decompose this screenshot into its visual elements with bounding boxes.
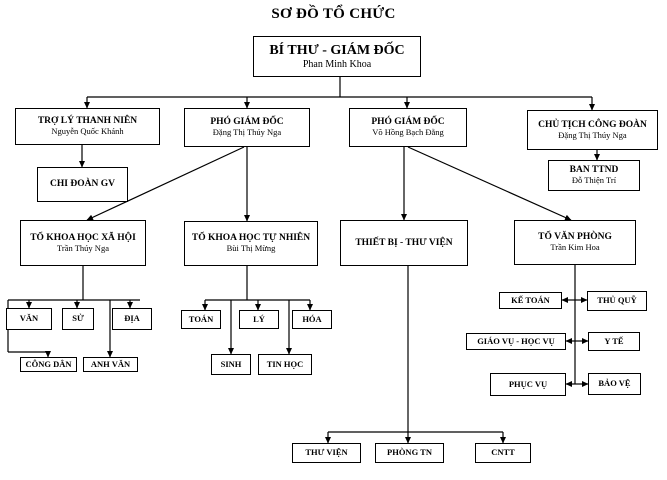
subject-label: ĐỊA: [124, 313, 140, 324]
chu-tich-cong-doan-box: CHỦ TỊCH CÔNG ĐOÀN Đặng Thị Thúy Nga: [527, 110, 658, 150]
subject-label: LÝ: [253, 313, 265, 324]
unit-bao-ve-box: BẢO VỆ: [588, 373, 641, 395]
unit-thu-quy-box: THỦ QUỸ: [587, 291, 647, 311]
unit-thu-vien-box: THƯ VIỆN: [292, 443, 361, 463]
unit-label: CNTT: [491, 447, 515, 458]
root-box: BÍ THƯ - GIÁM ĐỐC Phan Minh Khoa: [253, 36, 421, 77]
subject-cong-dan-box: CÔNG DÂN: [20, 357, 77, 372]
box-name: Bùi Thị Mừng: [226, 243, 276, 254]
unit-label: GIÁO VỤ - HỌC VỤ: [477, 335, 555, 346]
subject-toan-box: TOÁN: [181, 310, 221, 329]
subject-ly-box: LÝ: [239, 310, 279, 329]
subject-label: CÔNG DÂN: [25, 358, 72, 369]
box-name: Trần Thúy Nga: [57, 242, 109, 253]
unit-label: PHỤC VỤ: [508, 378, 548, 389]
box-title: TRỢ LÝ THANH NIÊN: [37, 116, 138, 127]
subject-label: TIN HỌC: [266, 358, 304, 369]
subject-tin-hoc-box: TIN HỌC: [258, 354, 312, 375]
ban-ttnd-box: BAN TTND Đỗ Thiện Trí: [548, 160, 640, 191]
subject-label: SINH: [220, 358, 242, 369]
box-title: PHÓ GIÁM ĐỐC: [371, 117, 445, 128]
unit-ke-toan-box: KẾ TOÁN: [499, 292, 562, 309]
box-name: Đỗ Thiện Trí: [571, 175, 617, 186]
unit-label: THƯ VIỆN: [305, 447, 348, 458]
subject-label: SỬ: [72, 313, 84, 324]
to-van-phong-box: TỔ VĂN PHÒNG Trần Kim Hoa: [514, 220, 636, 265]
box-name: Nguyễn Quốc Khánh: [51, 126, 124, 137]
unit-giao-vu-hoc-vu-box: GIÁO VỤ - HỌC VỤ: [466, 333, 566, 350]
unit-phuc-vu-box: PHỤC VỤ: [490, 373, 566, 396]
to-khoa-hoc-tu-nhien-box: TỔ KHOA HỌC TỰ NHIÊN Bùi Thị Mừng: [184, 221, 318, 266]
root-title: BÍ THƯ - GIÁM ĐỐC: [269, 42, 405, 58]
unit-phong-tn-box: PHÒNG TN: [375, 443, 444, 463]
unit-y-te-box: Y TẾ: [588, 332, 640, 351]
subject-label: VĂN: [19, 313, 39, 324]
box-title: THIẾT BỊ - THƯ VIỆN: [355, 237, 453, 248]
subject-dia-box: ĐỊA: [112, 308, 152, 330]
root-name: Phan Minh Khoa: [302, 58, 372, 70]
chart-title: SƠ ĐỒ TỔ CHỨC: [271, 6, 396, 22]
subject-hoa-box: HÓA: [292, 310, 332, 329]
subject-anh-van-box: ANH VĂN: [83, 357, 138, 372]
box-name: Võ Hồng Bạch Đằng: [372, 127, 444, 138]
unit-label: KẾ TOÁN: [511, 294, 550, 305]
subject-label: TOÁN: [188, 313, 214, 324]
tro-ly-thanh-nien-box: TRỢ LÝ THANH NIÊN Nguyễn Quốc Khánh: [15, 108, 160, 145]
unit-label: PHÒNG TN: [387, 447, 432, 458]
box-title: PHÓ GIÁM ĐỐC: [210, 117, 284, 128]
chi-doan-gv-box: CHI ĐOÀN GV: [37, 167, 128, 202]
box-name: Trần Kim Hoa: [550, 242, 600, 253]
unit-label: Y TẾ: [604, 335, 624, 346]
unit-cntt-box: CNTT: [475, 443, 531, 463]
pho-giam-doc-2-box: PHÓ GIÁM ĐỐC Võ Hồng Bạch Đằng: [349, 108, 467, 147]
box-title: CHI ĐOÀN GV: [50, 179, 115, 190]
subject-sinh-box: SINH: [211, 354, 251, 375]
box-name: Đặng Thị Thúy Nga: [558, 129, 627, 140]
unit-label: BẢO VỆ: [598, 378, 631, 389]
pho-giam-doc-1-box: PHÓ GIÁM ĐỐC Đặng Thị Thúy Nga: [184, 108, 310, 147]
subject-van-box: VĂN: [6, 308, 52, 330]
subject-su-box: SỬ: [62, 308, 94, 330]
box-name: Đặng Thị Thúy Nga: [212, 127, 282, 138]
box-title: TỔ VĂN PHÒNG: [538, 232, 612, 243]
to-khoa-hoc-xa-hoi-box: TỔ KHOA HỌC XÃ HỘI Trần Thúy Nga: [20, 220, 146, 266]
thiet-bi-thu-vien-box: THIẾT BỊ - THƯ VIỆN: [340, 220, 468, 266]
box-title: TỔ KHOA HỌC TỰ NHIÊN: [191, 233, 311, 244]
box-title: TỔ KHOA HỌC XÃ HỘI: [30, 232, 136, 243]
subject-label: ANH VĂN: [90, 358, 131, 369]
subject-label: HÓA: [302, 313, 322, 324]
box-title: CHỦ TỊCH CÔNG ĐOÀN: [538, 119, 647, 130]
box-title: BAN TTND: [569, 165, 619, 176]
unit-label: THỦ QUỸ: [597, 295, 637, 306]
